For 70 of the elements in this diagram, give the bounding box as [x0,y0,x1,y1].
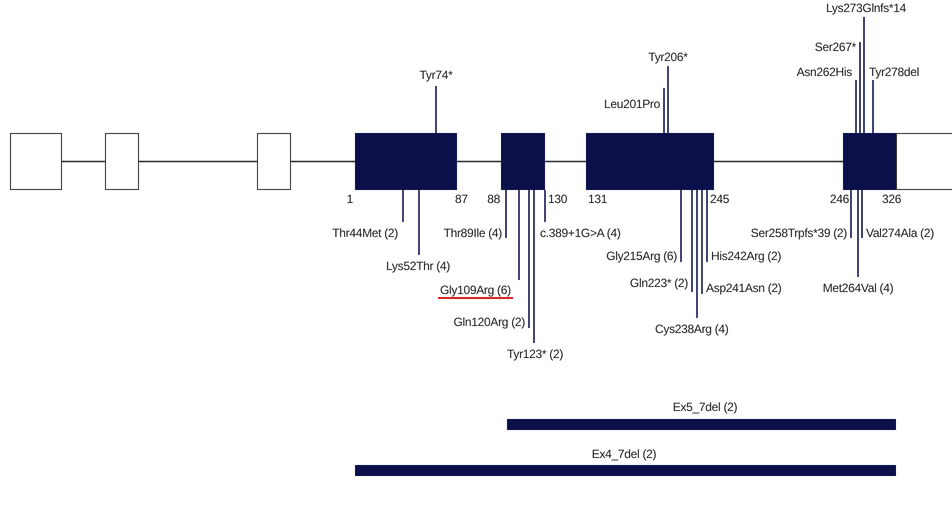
leader-line [859,42,861,133]
coding-exon-box [501,133,545,190]
coding-exon-box [355,133,457,190]
position-number: 245 [710,192,730,206]
intron-line [139,160,257,162]
leader-line [435,86,437,133]
mutation-label: Tyr74* [420,68,452,82]
leader-line [863,17,865,133]
mutation-label: Tyr278del [869,65,919,79]
noncoding-exon-box [105,133,139,190]
leader-line [691,190,693,292]
position-number: 131 [588,192,608,206]
intron-line [714,160,843,162]
mutation-label: c.389+1G>A (4) [540,226,621,240]
mutation-label: Gln120Arg (2) [454,315,525,329]
leader-line [850,190,852,238]
mutation-label: Lys273Glnfs*14 [826,1,906,15]
noncoding-exon-box [10,133,62,190]
mutation-label: Tyr206* [648,50,688,64]
mutation-label: Asn262His [796,65,852,79]
position-number: 88 [487,192,500,206]
deletion-bar [355,465,896,476]
mutation-label: Ser258Trpfs*39 (2) [750,226,847,240]
leader-line [418,190,420,255]
mutation-label: Thr44Met (2) [332,226,398,240]
mutation-label: Asp241Asn (2) [706,281,782,295]
mutation-label: Gln223* (2) [630,276,688,290]
position-number: 326 [882,192,902,206]
deletion-label: Ex4_7del (2) [592,447,656,461]
position-number: 246 [830,192,849,206]
leader-line [518,190,520,280]
leader-line [667,66,669,133]
leader-line [872,80,874,133]
leader-line [544,190,546,222]
leader-line [706,190,708,262]
leader-line [402,190,404,222]
coding-exon-box [586,133,714,190]
mutation-label: Ser267* [814,40,856,54]
leader-line [505,190,507,238]
position-number: 130 [548,192,568,206]
noncoding-exon-box [896,133,952,190]
leader-line [855,80,857,133]
mutation-label: Leu201Pro [604,97,660,111]
position-number: 87 [455,192,468,206]
leader-line [533,190,535,343]
leader-line [663,88,665,133]
mutation-label: Gly215Arg (6) [606,249,677,263]
intron-line [62,160,105,162]
intron-line [545,160,586,162]
mutation-label: Lys52Thr (4) [386,259,450,273]
intron-line [291,160,355,162]
leader-line [857,190,859,277]
mutation-label: Met264Val (4) [822,281,894,295]
intron-line [457,160,501,162]
mutation-label: Gly109Arg (6) [440,283,511,297]
leader-line [528,190,530,328]
mutation-label: His242Arg (2) [711,249,782,263]
mutation-label: Val274Ala (2) [866,226,934,240]
mutation-label: Tyr123* (2) [507,347,564,361]
deletion-bar [507,419,896,430]
coding-exon-box [843,133,896,190]
mutation-label: Thr89Ile (4) [444,226,502,240]
leader-line [696,190,698,318]
position-number: 1 [346,192,353,206]
leader-line [680,190,682,262]
leader-line [861,190,863,238]
deletion-label: Ex5_7del (2) [672,400,738,414]
noncoding-exon-box [257,133,291,190]
leader-line [701,190,703,294]
mutation-label: Cys238Arg (4) [655,322,728,336]
